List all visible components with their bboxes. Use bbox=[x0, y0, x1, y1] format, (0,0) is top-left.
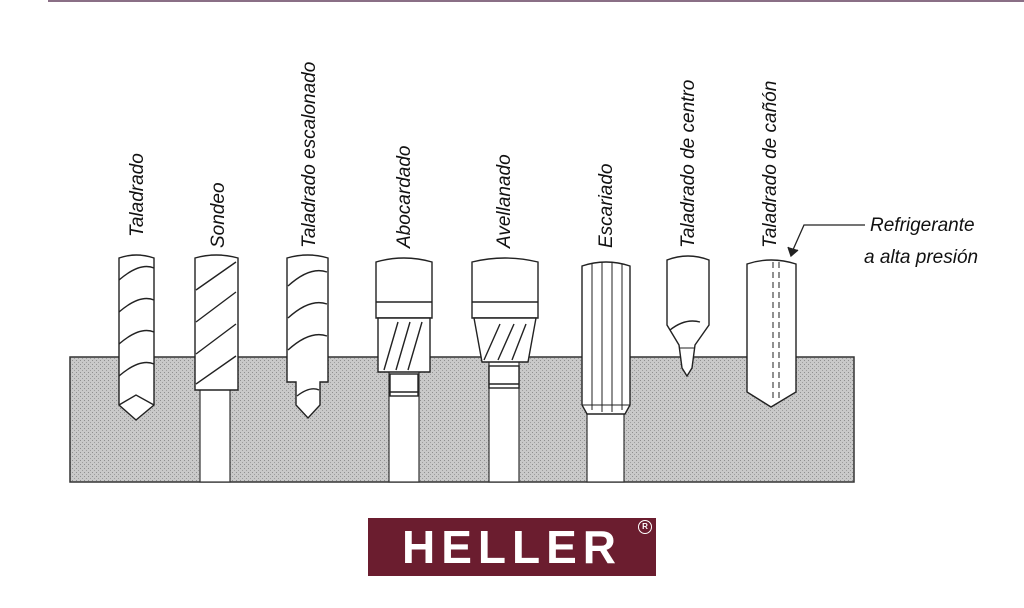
registered-mark: R bbox=[638, 520, 652, 534]
label-taladrado: Taladrado bbox=[127, 153, 148, 237]
label-abocardado: Abocardado bbox=[394, 146, 415, 249]
label-taladrado-de-canon: Taladrado de cañón bbox=[760, 81, 781, 248]
callout-line-1: Refrigerante bbox=[870, 215, 975, 236]
heller-logo: HELLER R bbox=[368, 518, 656, 576]
label-escariado: Escariado bbox=[596, 164, 617, 249]
workpiece-block bbox=[69, 356, 855, 483]
logo-text: HELLER bbox=[402, 521, 622, 573]
label-taladrado-de-centro: Taladrado de centro bbox=[678, 80, 699, 248]
tool-avellanado bbox=[471, 257, 539, 389]
label-sondeo: Sondeo bbox=[208, 182, 229, 248]
tool-sondeo bbox=[194, 254, 239, 391]
top-rule bbox=[48, 0, 1024, 2]
tool-taladrado-de-centro bbox=[666, 255, 710, 378]
tool-escariado bbox=[581, 261, 631, 415]
tool-taladrado-de-canon bbox=[746, 259, 797, 408]
callout-line-2: a alta presión bbox=[864, 247, 978, 268]
tool-abocardado bbox=[375, 257, 433, 397]
label-avellanado: Avellanado bbox=[494, 154, 515, 249]
label-taladrado-escalonado: Taladrado escalonado bbox=[299, 62, 320, 248]
coolant-callout-leader bbox=[787, 224, 865, 258]
tool-taladrado-escalonado bbox=[286, 254, 329, 420]
tool-taladrado bbox=[118, 254, 155, 421]
